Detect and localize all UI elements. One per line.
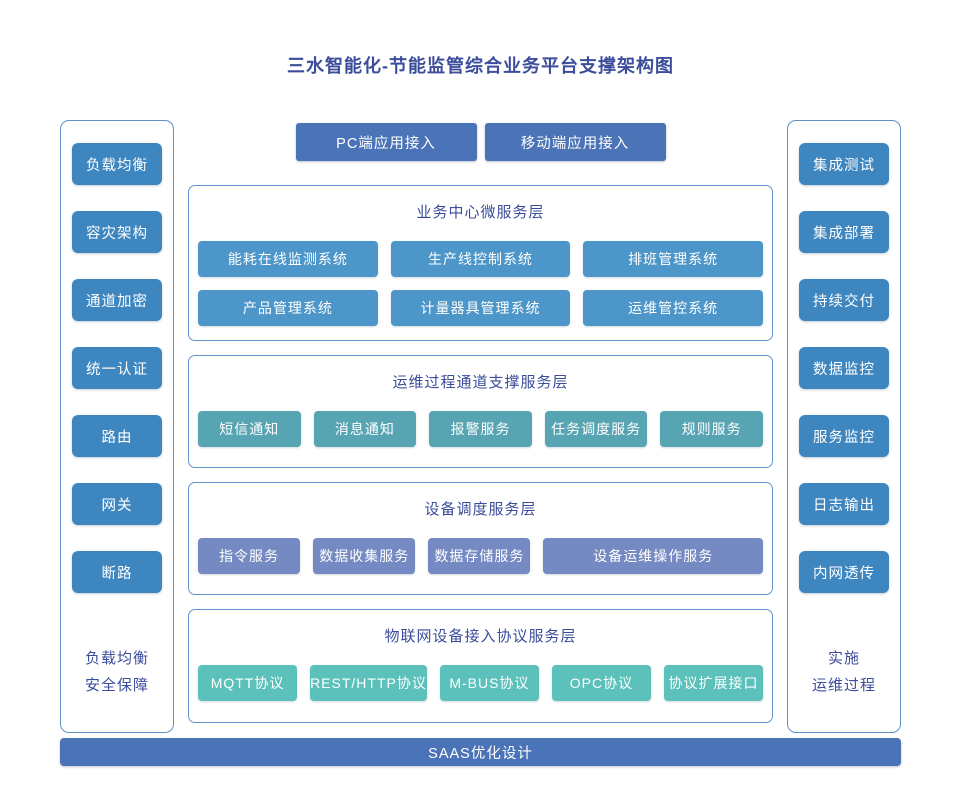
right-panel-caption-line2: 运维过程 — [811, 677, 876, 694]
node-rule-service: 规则服务 — [660, 411, 763, 447]
node-command-service: 指令服务 — [198, 538, 301, 574]
diagram-body: 负载均衡 容灾架构 通道加密 统一认证 路由 网关 断路 负载均衡 安全保障 P… — [0, 120, 961, 733]
node-gateway: 网关 — [72, 483, 162, 525]
node-unified-authentication: 统一认证 — [72, 347, 162, 389]
node-integration-testing: 集成测试 — [799, 143, 889, 185]
node-message-notification: 消息通知 — [313, 411, 417, 447]
right-panel-caption-line1: 实施 — [827, 650, 860, 667]
layer-row: 产品管理系统 计量器具管理系统 运维管控系统 — [198, 290, 764, 326]
layer-row: 能耗在线监测系统 生产线控制系统 排班管理系统 — [198, 241, 764, 277]
node-mobile-application-access: 移动端应用接入 — [484, 123, 666, 161]
node-data-storage-service: 数据存储服务 — [428, 538, 531, 574]
node-alarm-service: 报警服务 — [429, 411, 532, 447]
node-data-collection-service: 数据收集服务 — [313, 538, 416, 574]
node-intranet-passthrough: 内网透传 — [799, 551, 889, 593]
node-load-balancing: 负载均衡 — [72, 143, 162, 185]
node-energy-online-monitoring-system: 能耗在线监测系统 — [198, 241, 378, 277]
layer-row: 短信通知 消息通知 报警服务 任务调度服务 规则服务 — [198, 411, 763, 447]
layer-title: 运维过程通道支撑服务层 — [392, 374, 569, 391]
node-pc-application-access: PC端应用接入 — [295, 123, 477, 161]
layer-business-microservices: 业务中心微服务层 能耗在线监测系统 生产线控制系统 排班管理系统 产品管理系统 … — [188, 185, 773, 341]
node-mqtt-protocol: MQTT协议 — [198, 665, 298, 701]
node-ops-control-system: 运维管控系统 — [583, 290, 764, 326]
node-sms-notification: 短信通知 — [198, 411, 301, 447]
node-log-output: 日志输出 — [799, 483, 889, 525]
node-data-monitoring: 数据监控 — [799, 347, 889, 389]
layer-title: 业务中心微服务层 — [416, 204, 545, 221]
node-device-ops-operation-service: 设备运维操作服务 — [543, 538, 764, 574]
node-rest-http-protocol: REST/HTTP协议 — [310, 665, 427, 701]
node-routing: 路由 — [72, 415, 162, 457]
node-production-line-control-system: 生产线控制系统 — [390, 241, 571, 277]
layer-row: MQTT协议 REST/HTTP协议 M-BUS协议 OPC协议 协议扩展接口 — [198, 665, 764, 701]
node-task-scheduling-service: 任务调度服务 — [544, 411, 648, 447]
node-metering-instrument-management-system: 计量器具管理系统 — [390, 290, 571, 326]
right-panel-caption: 实施 运维过程 — [812, 645, 876, 699]
architecture-diagram: 三水智能化-节能监管综合业务平台支撑架构图 负载均衡 容灾架构 通道加密 统一认… — [0, 52, 961, 804]
node-shift-management-system: 排班管理系统 — [583, 241, 764, 277]
left-panel-caption: 负载均衡 安全保障 — [85, 645, 149, 699]
node-integration-deployment: 集成部署 — [799, 211, 889, 253]
layer-title: 物联网设备接入协议服务层 — [384, 628, 577, 645]
saas-optimization-bar: SAAS优化设计 — [60, 738, 901, 766]
application-access-row: PC端应用接入 移动端应用接入 — [188, 123, 773, 161]
node-disaster-recovery-architecture: 容灾架构 — [72, 211, 162, 253]
node-continuous-delivery: 持续交付 — [799, 279, 889, 321]
layer-row: 指令服务 数据收集服务 数据存储服务 设备运维操作服务 — [198, 538, 764, 574]
left-panel-caption-line1: 负载均衡 — [84, 650, 149, 667]
left-panel-caption-line2: 安全保障 — [84, 677, 149, 694]
node-service-monitoring: 服务监控 — [799, 415, 889, 457]
page-title: 三水智能化-节能监管综合业务平台支撑架构图 — [287, 56, 674, 76]
node-m-bus-protocol: M-BUS协议 — [439, 665, 539, 701]
layer-iot-access-protocol-services: 物联网设备接入协议服务层 MQTT协议 REST/HTTP协议 M-BUS协议 … — [188, 609, 773, 723]
layer-device-scheduling-services: 设备调度服务层 指令服务 数据收集服务 数据存储服务 设备运维操作服务 — [188, 482, 773, 595]
node-circuit-break: 断路 — [72, 551, 162, 593]
node-opc-protocol: OPC协议 — [551, 665, 651, 701]
right-panel: 集成测试 集成部署 持续交付 数据监控 服务监控 日志输出 内网透传 实施 运维… — [787, 120, 901, 733]
node-product-management-system: 产品管理系统 — [198, 290, 378, 326]
layer-ops-channel-support-services: 运维过程通道支撑服务层 短信通知 消息通知 报警服务 任务调度服务 规则服务 — [188, 355, 773, 468]
node-protocol-extension-interface: 协议扩展接口 — [663, 665, 764, 701]
center-column: PC端应用接入 移动端应用接入 业务中心微服务层 能耗在线监测系统 生产线控制系… — [188, 120, 773, 733]
left-panel: 负载均衡 容灾架构 通道加密 统一认证 路由 网关 断路 负载均衡 安全保障 — [60, 120, 174, 733]
layer-title: 设备调度服务层 — [424, 501, 537, 518]
node-channel-encryption: 通道加密 — [72, 279, 162, 321]
